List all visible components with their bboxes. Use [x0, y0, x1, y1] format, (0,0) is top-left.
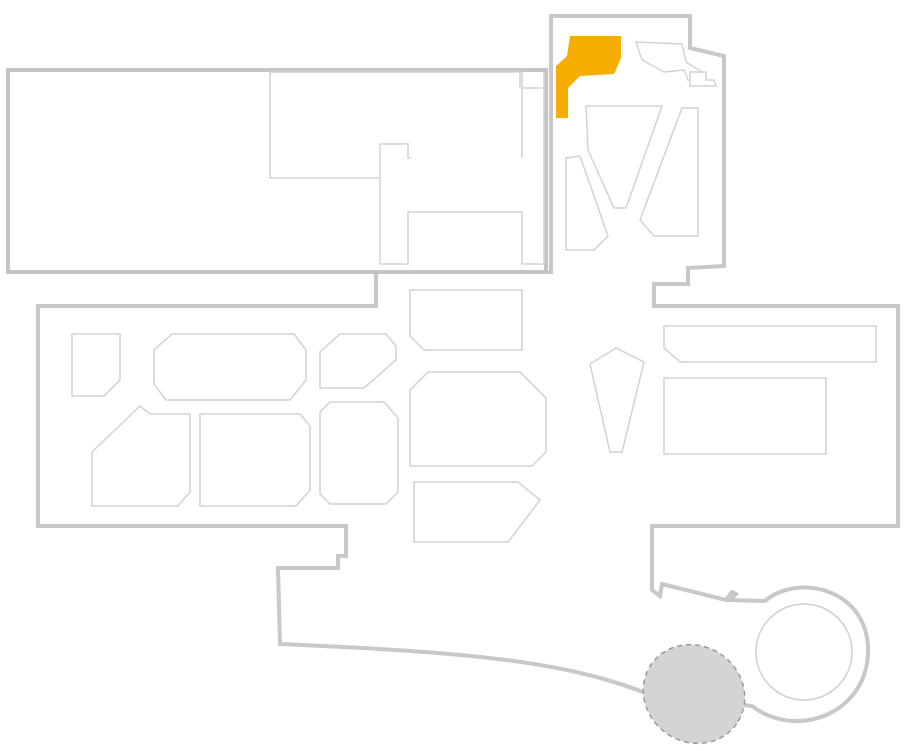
- tower-room-small: [689, 71, 718, 87]
- highlighted-room[interactable]: [556, 36, 621, 118]
- room-octagon-large: [153, 333, 307, 401]
- room-hex-small: [319, 333, 397, 389]
- tower-funnel-room: [585, 105, 664, 209]
- room-tall-rounded: [319, 401, 399, 505]
- room-long-right: [663, 325, 877, 363]
- wing-corridor-right: [521, 72, 544, 158]
- wing-room-lower: [379, 72, 545, 265]
- shaded-area[interactable]: [624, 625, 764, 751]
- room-small-left: [71, 333, 121, 397]
- room-square-center: [199, 413, 311, 507]
- room-angled-left: [91, 405, 191, 507]
- room-center-top: [409, 289, 523, 351]
- room-center-pentagon: [413, 481, 542, 543]
- room-rect-right: [663, 377, 827, 455]
- round-room: [755, 603, 853, 701]
- room-kite: [589, 347, 645, 453]
- room-center-octagon: [409, 371, 547, 467]
- tower-left-room: [565, 155, 609, 251]
- tower-right-room: [639, 107, 699, 237]
